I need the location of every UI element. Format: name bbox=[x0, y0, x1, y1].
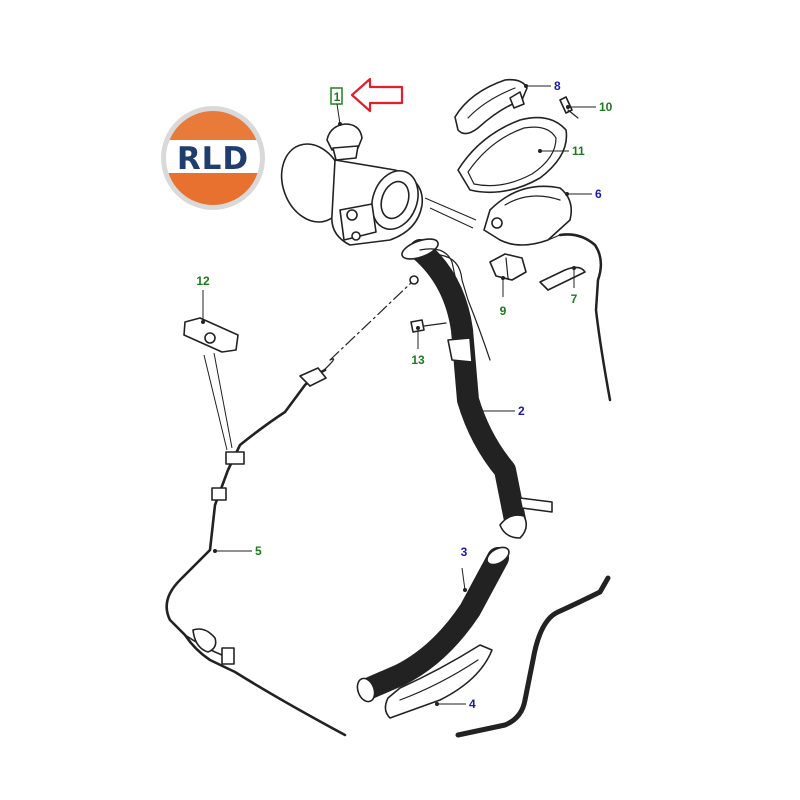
part-12-clip bbox=[183, 317, 239, 353]
part-7-release-cable bbox=[539, 233, 612, 402]
filler-bracket bbox=[419, 248, 459, 291]
callout-12: 12 bbox=[196, 274, 210, 288]
part-1-filler-cap-assembly bbox=[280, 123, 424, 246]
highlight-pointer bbox=[330, 77, 404, 113]
part-5-vent-line bbox=[165, 358, 347, 737]
callout-5: 5 bbox=[255, 544, 262, 558]
tank-return-pipe bbox=[455, 575, 611, 738]
part-4-heat-shield bbox=[384, 644, 493, 719]
callout-1: 1 bbox=[334, 90, 341, 104]
part-6-filler-door-housing bbox=[483, 185, 573, 246]
part-10-screw bbox=[559, 96, 579, 119]
callout-11: 11 bbox=[572, 144, 585, 158]
part-2-filler-pipe bbox=[401, 238, 553, 539]
part-8-filler-door bbox=[454, 78, 528, 135]
leader-lines bbox=[201, 84, 596, 706]
guide-line bbox=[329, 281, 413, 361]
callout-10: 10 bbox=[599, 100, 613, 114]
red-arrow-icon bbox=[350, 77, 404, 113]
red-reference-line bbox=[203, 354, 228, 451]
red-reference-line bbox=[213, 352, 233, 449]
red-reference-line bbox=[424, 197, 477, 221]
part-9-actuator bbox=[489, 253, 527, 281]
callout-8: 8 bbox=[554, 79, 561, 93]
part-3-lower-filler-pipe bbox=[356, 546, 510, 703]
highlight-box bbox=[330, 87, 343, 105]
callout-4: 4 bbox=[469, 697, 476, 711]
guide-line-end bbox=[409, 275, 419, 285]
part-11-seal bbox=[457, 116, 568, 194]
part-13-bolt bbox=[410, 319, 447, 333]
red-reference-line bbox=[429, 207, 474, 229]
callout-7: 7 bbox=[571, 292, 578, 306]
callout-3: 3 bbox=[461, 545, 468, 559]
callout-2: 2 bbox=[518, 404, 525, 418]
logo-middle-band bbox=[166, 140, 260, 176]
logo-text: RLD bbox=[177, 141, 249, 177]
callout-6: 6 bbox=[595, 187, 602, 201]
rld-logo: RLD bbox=[161, 106, 265, 210]
callout-labels: 1 2 3 4 5 6 7 8 9 10 11 12 13 bbox=[196, 79, 612, 711]
callout-13: 13 bbox=[411, 353, 425, 367]
callout-9: 9 bbox=[500, 304, 507, 318]
